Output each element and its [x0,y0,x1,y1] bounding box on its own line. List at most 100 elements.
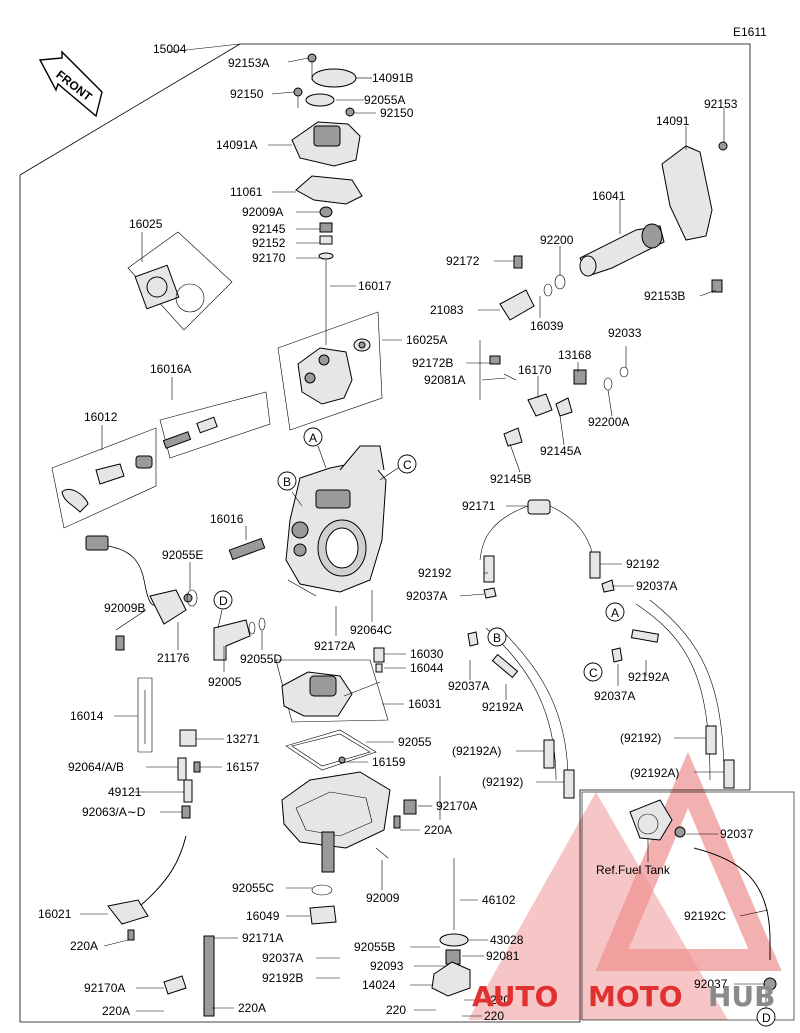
assembly-frame [19,43,795,1023]
label-92171A: 92171A [242,931,283,945]
sensor-16025A [277,311,383,431]
label-16021: 16021 [38,907,72,921]
label-92055D: 92055D [240,652,282,666]
label-220-c: 220 [484,1009,504,1023]
label-92200A: 92200A [588,415,629,429]
label-92192A-paren-a: (92192A) [452,744,501,758]
marker-c-hose: C [583,662,603,682]
float-parts [275,647,389,771]
label-92037A-c: 92037A [406,589,447,603]
throttle-linkage [489,141,728,447]
label-14024: 14024 [362,978,396,992]
label-92170: 92170 [252,251,286,265]
marker-b-hose: B [487,627,507,647]
label-92009: 92009 [366,891,400,905]
marker-b-hose-label: B [493,631,501,645]
marker-a-hose: A [605,602,625,622]
label-220A-bottom-2: 220A [238,1001,266,1015]
label-14091A: 14091A [216,138,257,152]
label-15004: 15004 [153,42,187,56]
gasket-16025-detail [127,231,233,331]
label-92055A: 92055A [364,93,405,107]
label-13168: 13168 [558,348,592,362]
marker-c-hose-label: C [589,666,598,680]
leader-lines [80,43,769,1017]
label-220A-bottom-1: 220A [102,1004,130,1018]
marker-d-label: D [219,594,228,608]
label-92192C: 92192C [684,909,726,923]
watermark-logo: AUTO MOTO HUB [472,980,776,1013]
label-92192B: 92192B [262,971,303,985]
label-16049: 16049 [246,909,280,923]
label-92192A-b: 92192A [482,700,523,714]
watermark-part-3: HUB [708,980,776,1013]
label-14091B: 14091B [372,71,413,85]
sensor-harness-21176 [85,535,266,651]
marker-c: C [397,454,417,474]
marker-b: B [277,471,297,491]
label-16157: 16157 [226,760,260,774]
label-92037A-bottom: 92037A [262,951,303,965]
label-43028: 43028 [490,933,524,947]
label-92005: 92005 [208,675,242,689]
watermark-part-2: MOTO [588,980,683,1013]
label-92192A-a: 92192A [628,670,669,684]
label-92172B: 92172B [412,356,453,370]
label-16039: 16039 [530,319,564,333]
label-92192-b: 92192 [626,557,660,571]
label-92192-paren-b: (92192) [620,731,661,745]
label-92037A-a: 92037A [636,579,677,593]
label-92153: 92153 [704,97,738,111]
label-92037A-d: 92037A [448,679,489,693]
label-92037-a: 92037 [720,827,754,841]
top-cover-parts [291,53,363,345]
label-92033: 92033 [608,326,642,340]
marker-c-label: C [403,458,412,472]
label-92055: 92055 [398,735,432,749]
label-92200: 92200 [540,233,574,247]
front-arrow-icon: FRONT [38,50,103,118]
label-92055C: 92055C [232,881,274,895]
marker-d: D [213,590,233,610]
label-220A-right: 220A [424,823,452,837]
marker-a-hose-label: A [611,606,619,620]
left-pilot-parts [51,391,271,529]
label-92009B: 92009B [104,601,145,615]
label-92064C: 92064C [350,623,392,637]
label-92009A: 92009A [242,205,283,219]
label-16014: 16014 [70,709,104,723]
label-92170A-bottom: 92170A [84,981,125,995]
label-92055E: 92055E [162,548,203,562]
label-11061: 11061 [230,185,263,199]
vent-hoses [467,499,735,799]
label-220-a: 220 [490,993,510,1007]
part-labels: 15004 92153A 14091B 92150 92055A 92150 1… [38,42,754,1023]
marker-d-hose: D [756,1007,776,1027]
label-92150-a: 92150 [230,87,264,101]
label-16025A: 16025A [406,333,447,347]
label-220-b: 220 [386,1003,406,1017]
label-49121: 49121 [108,785,142,799]
label-13271: 13271 [226,732,260,746]
label-16025: 16025 [129,217,163,231]
label-46102: 46102 [482,893,516,907]
fuel-hose-16021 [107,835,215,1017]
label-16030: 16030 [410,647,444,661]
watermark-part-1: AUTO [472,980,558,1013]
label-92063-a-d: 92063/A∼D [82,805,146,819]
label-92172: 92172 [446,254,480,268]
label-92172A: 92172A [314,639,355,653]
label-92055B: 92055B [354,940,395,954]
diagram-code: E1611 [733,25,767,39]
label-92192-paren-a: (92192) [482,775,523,789]
label-92192-a: 92192 [418,566,452,580]
watermark [468,751,782,1020]
jets-needle [137,677,471,997]
label-14091: 14091 [656,114,690,128]
label-92093: 92093 [370,959,404,973]
fitting-92005 [213,617,266,661]
marker-d-hose-label: D [762,1011,771,1025]
fuel-tank-inset [629,799,777,991]
label-16044: 16044 [410,661,444,675]
label-16159: 16159 [372,755,406,769]
